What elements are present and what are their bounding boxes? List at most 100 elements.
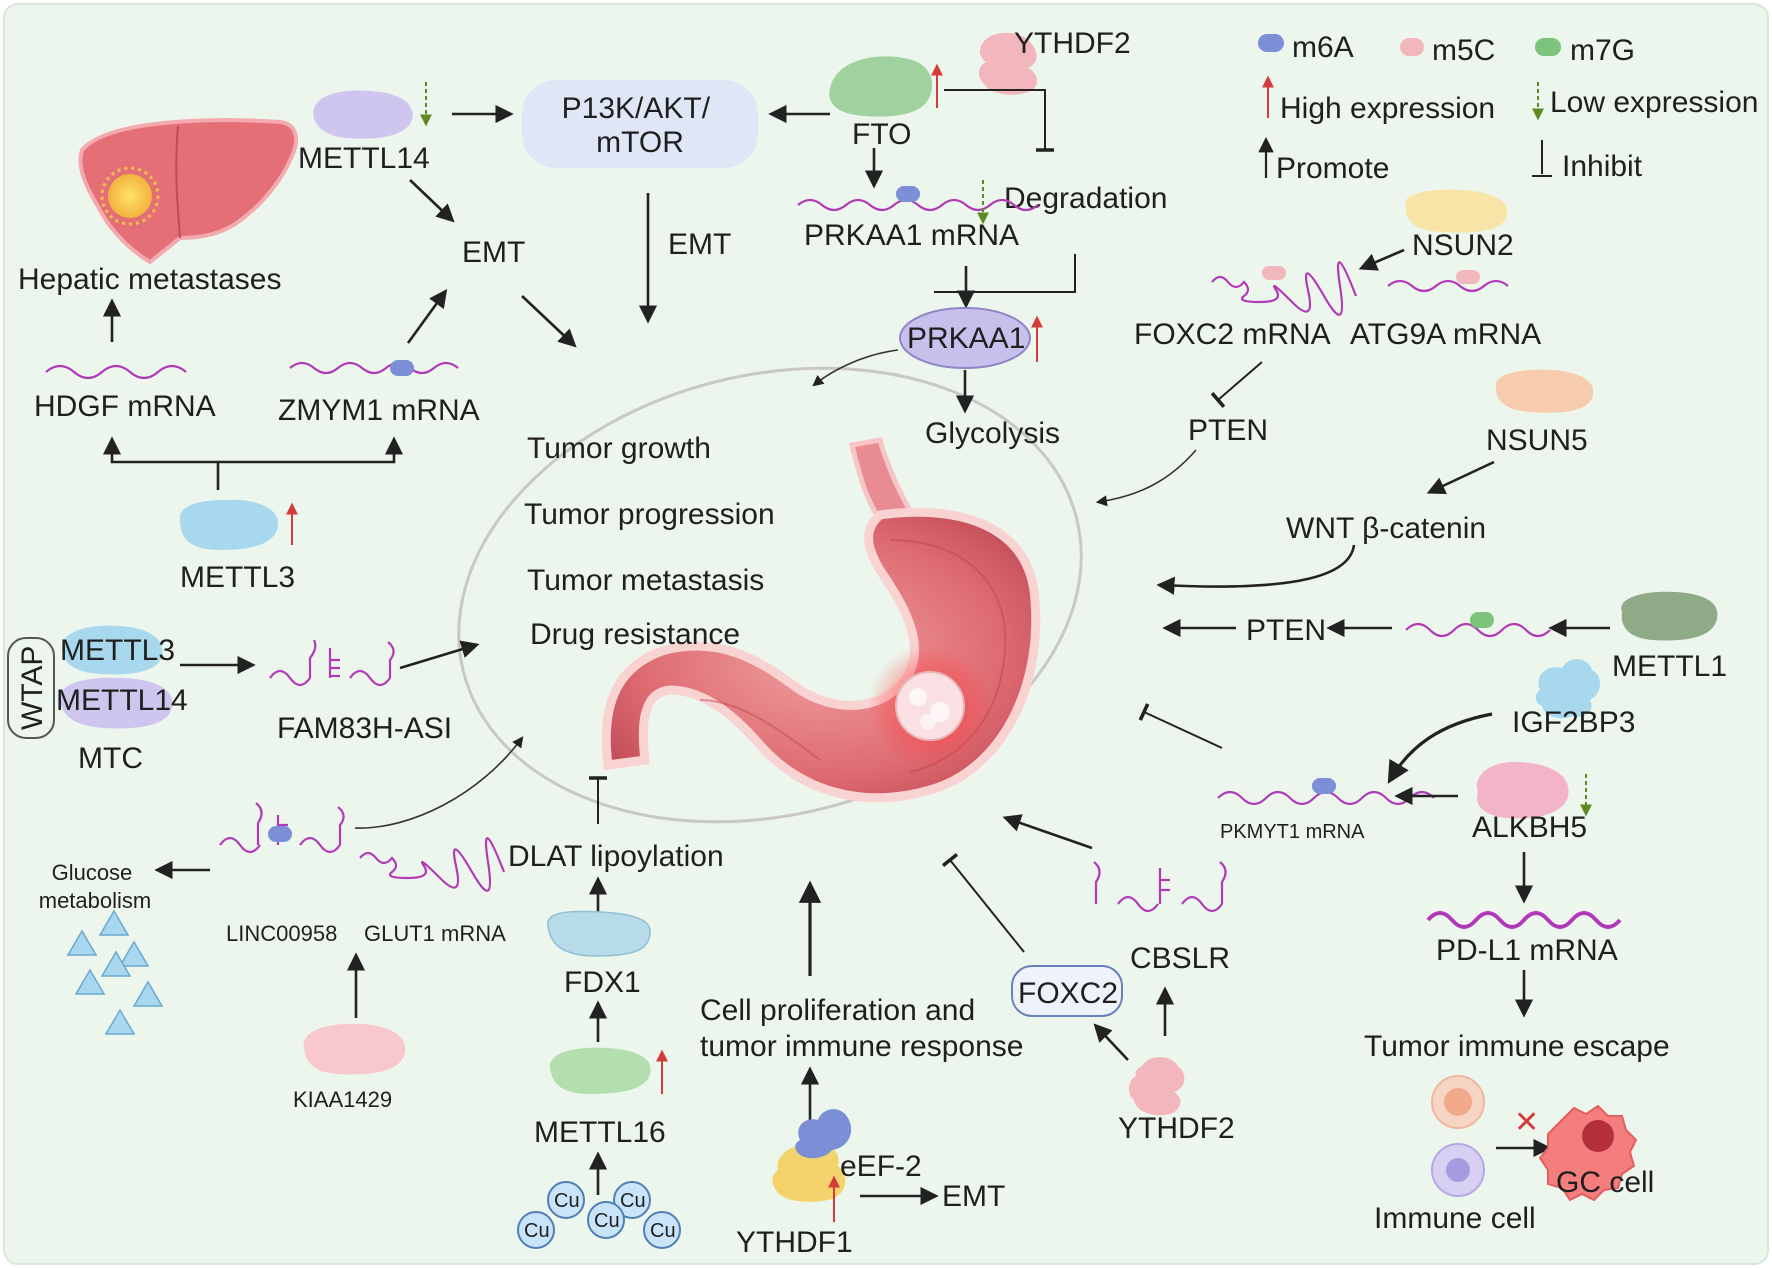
ythdf2-top-enzyme-icon [978,32,1037,95]
hepatic-metastases-label: Hepatic metastases [18,263,281,296]
legend-promote: Promote [1276,152,1389,185]
gc-cell-icon [1538,1104,1638,1202]
igf2bp3-enzyme-icon [1535,659,1601,719]
outcome-tumor-growth: Tumor growth [527,432,711,465]
svg-text:Cu: Cu [524,1220,550,1242]
mettl14-label: METTL14 [298,142,430,175]
atg9a-mrna-label: ATG9A mRNA [1350,318,1541,351]
prkaa1-mrna-label: PRKAA1 mRNA [804,219,1019,252]
pkmyt1-mrna-label: PKMYT1 mRNA [1220,821,1365,843]
legend-high-expression: High expression [1280,92,1495,125]
dlat-label: DLAT lipoylation [508,840,724,873]
fam83h-lncrna-strand [269,639,395,687]
m6a-swatch [1258,34,1284,52]
legend-m6a: m6A [1292,31,1354,64]
cell-proliferation-label: Cell proliferation and tumor immune resp… [700,994,1023,1063]
glycolysis-label: Glycolysis [925,417,1060,450]
glut1-mrna-strand [359,837,506,892]
mettl3-label: METTL3 [180,561,295,594]
pten-top-label: PTEN [1188,414,1268,447]
glucose-molecules-icon [66,909,164,1035]
emt-bottom-label: EMT [942,1180,1005,1213]
ythdf1-label: YTHDF1 [736,1226,853,1259]
mtc-mettl3-label: METTL3 [60,634,175,667]
prkaa1-label: PRKAA1 [907,322,1025,355]
cbslr-lncrna-strand [1093,861,1227,913]
mettl16-enzyme-icon [549,1047,651,1094]
fdx1-icon [547,910,651,957]
tumor-icon [895,671,965,741]
pi3k-line1: P13K/AKT/ [562,92,711,125]
nsun2-label: NSUN2 [1412,229,1514,262]
pdl1-mrna-strand [1426,911,1622,929]
legend-low-expression: Low expression [1550,86,1758,119]
fto-enzyme-icon [829,56,933,117]
svg-text:Cu: Cu [594,1210,620,1232]
mtc-label: MTC [78,742,143,775]
igf2bp3-label: IGF2BP3 [1512,706,1635,739]
m5c-site [1262,266,1286,280]
glucose-metabolism-label: Glucose metabolism [39,860,151,913]
metastasis-lesion-icon [108,174,152,218]
mettl1-label: METTL1 [1612,650,1727,683]
legend: m6A m5C m7G High expression Low expressi… [1258,31,1758,185]
linc00958-label: LINC00958 [226,921,337,946]
gc-cell-label: GC cell [1556,1166,1654,1199]
immune-escape-label: Tumor immune escape [1364,1030,1670,1063]
atg9a-mrna-strand [1387,279,1509,293]
emt-left-label: EMT [462,236,525,269]
mettl16-label: METTL16 [534,1116,666,1149]
outcome-list: Tumor growth Tumor progression Tumor met… [524,432,775,651]
foxc2-box [1011,965,1123,1017]
svg-text:Cu: Cu [650,1220,676,1242]
mettl1-enzyme-icon [1621,591,1718,641]
m7g-site [1470,612,1494,628]
mtc-mettl14-label: METTL14 [56,684,188,717]
svg-text:Cu: Cu [554,1190,580,1212]
zmym1-mrna-strand [289,361,459,375]
svg-text:P13K/AKT/ mTOR: P13K/AKT/ mTOR [562,92,719,159]
m5c-swatch [1400,38,1424,56]
eef2-protein-icon [795,1109,852,1159]
ythdf2-top-label: YTHDF2 [1014,27,1131,60]
wtap-box [7,637,55,739]
pten-mid-label: PTEN [1246,614,1326,647]
foxc2-mrna-strand [1211,261,1358,316]
alkbh5-enzyme-icon [1476,761,1569,819]
mettl3-enzyme-icon [179,499,279,550]
hdgf-mrna-label: HDGF mRNA [34,390,216,423]
svg-text:Cu: Cu [620,1190,646,1212]
fam83h-label: FAM83H-ASI [277,712,452,745]
stomach-illustration [601,437,1041,803]
tumor-outcome-ellipse [457,366,1083,824]
glut1-mrna-label: GLUT1 mRNA [364,921,506,946]
legend-m5c: m5C [1432,34,1495,67]
immune-cell-icon [1431,1075,1485,1197]
kiaa1429-enzyme-icon [303,1023,406,1075]
legend-m7g: m7G [1570,34,1635,67]
hdgf-mrna-strand [45,364,187,380]
outcome-drug-resistance: Drug resistance [530,618,740,651]
immune-cell-label: Immune cell [1374,1202,1536,1235]
fto-label: FTO [852,118,911,151]
fdx1-label: FDX1 [564,966,641,999]
m6a-site [390,360,414,376]
pdl1-mrna-label: PD-L1 mRNA [1436,934,1618,967]
m7g-swatch [1535,38,1561,56]
m6a-site [1312,778,1336,794]
ythdf2-bottom-label: YTHDF2 [1118,1112,1235,1145]
foxc2-box-label: FOXC2 [1018,977,1118,1010]
foxc2-mrna-label: FOXC2 mRNA [1134,318,1331,351]
outcome-tumor-progression: Tumor progression [524,498,775,531]
m5c-site [1456,270,1480,284]
wnt-label: WNT β-catenin [1286,512,1486,545]
mettl3-mtc-enzyme-icon [61,625,163,675]
prkaa1-mrna-strand [797,198,1039,212]
cbslr-label: CBSLR [1130,942,1230,975]
emt-mid-label: EMT [668,228,731,261]
nsun2-enzyme-icon [1405,189,1508,233]
background-panel [3,3,1769,1265]
alkbh5-label: ALKBH5 [1472,811,1587,844]
nsun5-enzyme-icon [1495,369,1594,413]
